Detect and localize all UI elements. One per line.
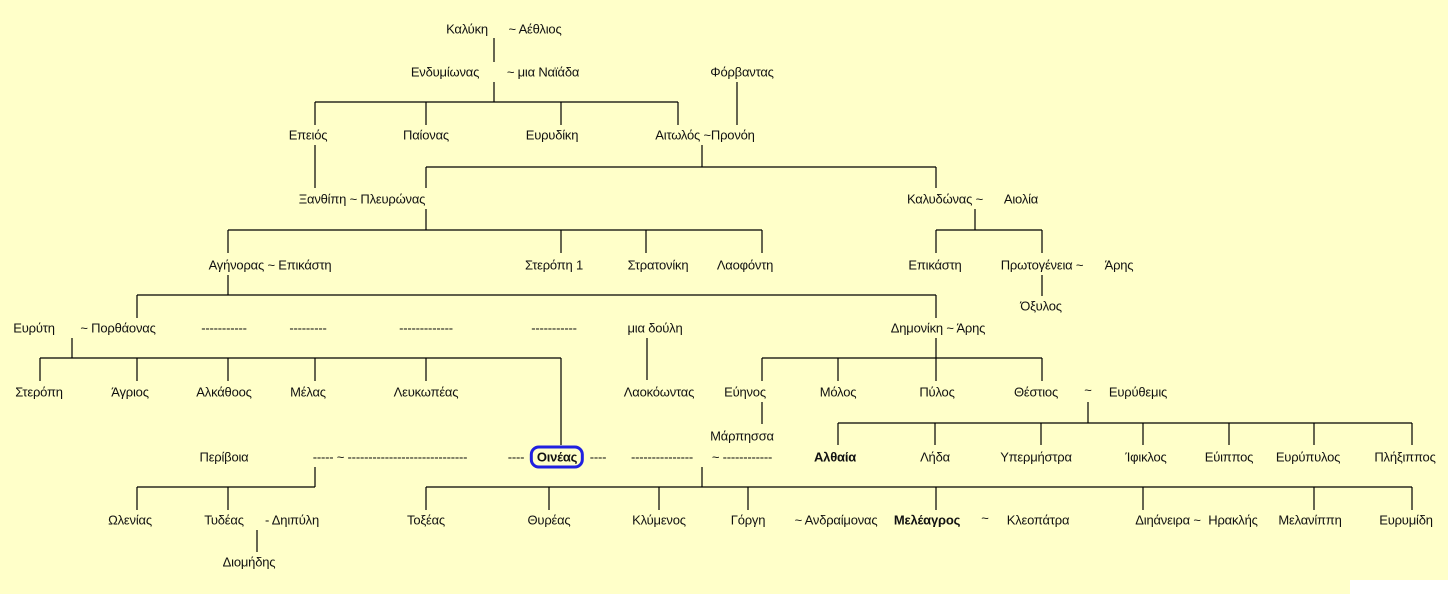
person-klymenos: Κλύμενος (632, 512, 686, 528)
blank-corner (1350, 580, 1448, 594)
dash-marriage-line: ~ ------------ (711, 449, 773, 465)
person-doulh: μια δούλη (627, 320, 683, 336)
person-kalyki: Καλύκη (446, 21, 488, 37)
marriage-tilde: ~ (981, 510, 989, 526)
person-laofonti: Λαοφόντη (716, 257, 774, 273)
dash-line: ---- (589, 449, 607, 465)
person-thyreas: Θυρέας (527, 512, 571, 528)
person-kleopatra: Κλεοπάτρα (1006, 512, 1070, 528)
person-euinos: Εύηνος (724, 384, 766, 400)
connector (761, 338, 1043, 424)
person-tydeas: Τυδέας (204, 512, 244, 528)
connector (314, 145, 937, 188)
person-euippos: Εύιππος (1204, 449, 1254, 465)
person-thestios: Θέστιος (1013, 384, 1059, 400)
person-andraimonas: ~ Ανδραίμονας (794, 512, 878, 528)
dash-placeholder: ------------- (399, 320, 453, 336)
connector (136, 275, 937, 318)
person-diianeira: Διηάνειρα ~ (1135, 512, 1201, 528)
person-periboia: Περίβοια (199, 449, 249, 465)
person-xanthipi: Ξανθίπη ~ Πλευρώνας (298, 191, 426, 207)
dash-placeholder: ----------- (201, 320, 247, 336)
connector (837, 402, 1413, 445)
person-paionas: Παίονας (403, 127, 449, 143)
person-leukopeas: Λευκωπέας (393, 384, 459, 400)
person-eurymidi: Ευρυμίδη (1379, 512, 1433, 528)
person-plixippos: Πλήξιππος (1374, 449, 1436, 465)
connector (136, 467, 316, 552)
person-diipyli: - Δηιπύλη (264, 512, 320, 528)
person-alkathoos: Αλκάθοος (196, 384, 252, 400)
person-euryti: Ευρύτη (13, 320, 55, 336)
dash-line: --------------- (631, 449, 693, 465)
person-eurypylos: Ευρύπυλος (1275, 449, 1341, 465)
person-oxylos: Όξυλος (1020, 298, 1062, 314)
connector (425, 467, 1413, 510)
person-aris: Άρης (1104, 257, 1134, 273)
person-forvantas: Φόρβαντας (710, 64, 774, 80)
person-endymionas: Ενδυμίωνας (410, 64, 480, 80)
person-epeios: Επειός (288, 127, 328, 143)
person-stratoniki: Στρατονίκη (627, 257, 689, 273)
connector (39, 338, 648, 445)
person-protogeneia: Πρωτογένεια ~ (1000, 257, 1084, 273)
dash-line: ---- (507, 449, 525, 465)
person-althaia: Αλθαία (813, 449, 857, 465)
connector (227, 209, 763, 253)
person-olenias: Ωλενίας (108, 512, 152, 528)
person-porthaonas: ~ Πορθάονας (80, 320, 156, 336)
person-melas: Μέλας (290, 384, 326, 400)
dash-marriage-line: ----- ~ ----------------------------- (312, 449, 468, 465)
person-kalydonas: Καλυδώνας ~ (907, 191, 983, 207)
dash-placeholder: ----------- (531, 320, 577, 336)
marriage-tilde: ~ (1084, 382, 1092, 398)
person-steropi: Στερόπη (15, 384, 63, 400)
person-eurythemis: Ευρύθεμις (1108, 384, 1168, 400)
person-meleagros: Μελέαγρος (893, 512, 961, 528)
person-epikasti: Επικάστη (908, 257, 962, 273)
dash-placeholder: --------- (289, 320, 327, 336)
person-agrios: Άγριος (111, 384, 149, 400)
person-pylos: Πύλος (919, 384, 955, 400)
person-naiada: ~ μια Ναϊάδα (506, 64, 580, 80)
person-laokoontas: Λαοκόωντας (623, 384, 695, 400)
person-marpissa: Μάρπησσα (710, 428, 774, 444)
person-gorgi: Γόργη (730, 512, 766, 528)
person-eurydiki: Ευρυδίκη (525, 127, 579, 143)
person-toxeas: Τοξέας (407, 512, 445, 528)
person-agenoras: Αγήνορας ~ Επικάστη (208, 257, 332, 273)
person-oineas-highlighted: Οινέας (529, 445, 585, 469)
person-aethlios: ~ Αέθλιος (508, 21, 562, 37)
connector (935, 209, 1043, 296)
person-steropi1: Στερόπη 1 (524, 257, 584, 273)
connector (314, 38, 738, 125)
person-ypermistra: Υπερμήστρα (1000, 449, 1072, 465)
person-dimoniki: Δημονίκη ~ Άρης (890, 320, 986, 336)
person-diomidis: Διομήδης (222, 554, 276, 570)
person-lida: Λήδα (920, 449, 950, 465)
person-aitolos: Αιτωλός ~Προνόη (655, 127, 755, 143)
person-molos: Μόλος (819, 384, 857, 400)
person-iraklis: Ηρακλής (1208, 512, 1258, 528)
person-aiolia: Αιολία (1003, 191, 1039, 207)
person-melanippi: Μελανίππη (1278, 512, 1342, 528)
person-ifiklos: Ίφικλος (1125, 449, 1167, 465)
